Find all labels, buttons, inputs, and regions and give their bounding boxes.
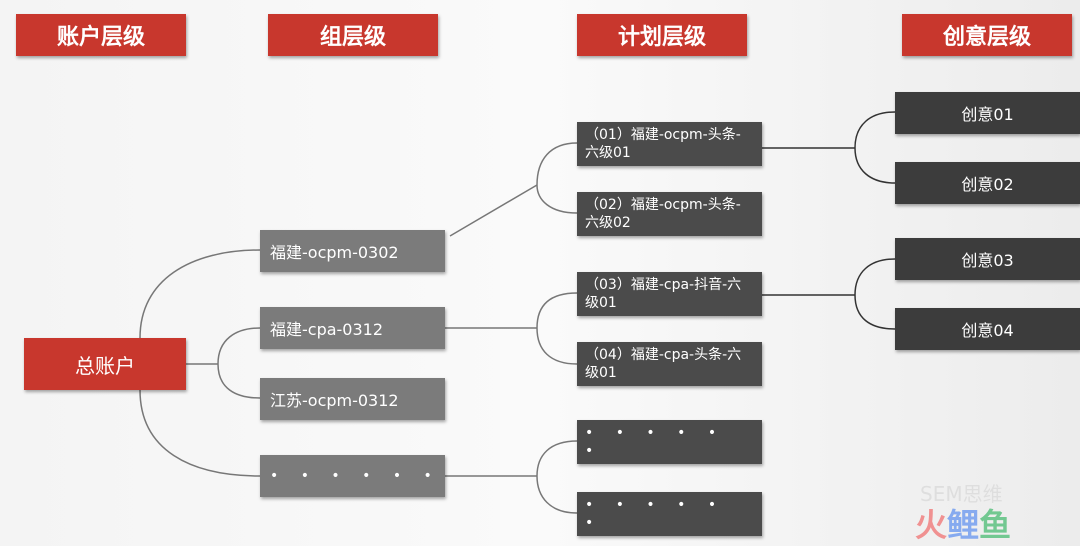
header-creative-level: 创意层级 [902, 14, 1072, 56]
creative-node: 创意03 [895, 238, 1080, 280]
plan-node: （03）福建-cpa-抖音-六级01 [577, 272, 762, 316]
creative-node: 创意02 [895, 162, 1080, 204]
creative-node: 创意01 [895, 92, 1080, 134]
plan-node-more: • • • • • • [577, 420, 762, 464]
group-node-more: • • • • • • [260, 455, 445, 497]
group-node: 福建-ocpm-0302 [260, 230, 445, 272]
header-plan-level: 计划层级 [577, 14, 747, 56]
header-group-level: 组层级 [268, 14, 438, 56]
plan-node: （01）福建-ocpm-头条-六级01 [577, 122, 762, 166]
root-account-node: 总账户 [24, 338, 186, 390]
group-node: 福建-cpa-0312 [260, 307, 445, 349]
watermark-text: SEM思维 [920, 482, 1003, 506]
group-node: 江苏-ocpm-0312 [260, 378, 445, 420]
watermark-logo: 火鲤鱼 [915, 506, 1012, 544]
plan-node: （04）福建-cpa-头条-六级01 [577, 342, 762, 386]
creative-node: 创意04 [895, 308, 1080, 350]
header-account-level: 账户层级 [16, 14, 186, 56]
plan-node-more: • • • • • • [577, 492, 762, 536]
plan-node: （02）福建-ocpm-头条-六级02 [577, 192, 762, 236]
